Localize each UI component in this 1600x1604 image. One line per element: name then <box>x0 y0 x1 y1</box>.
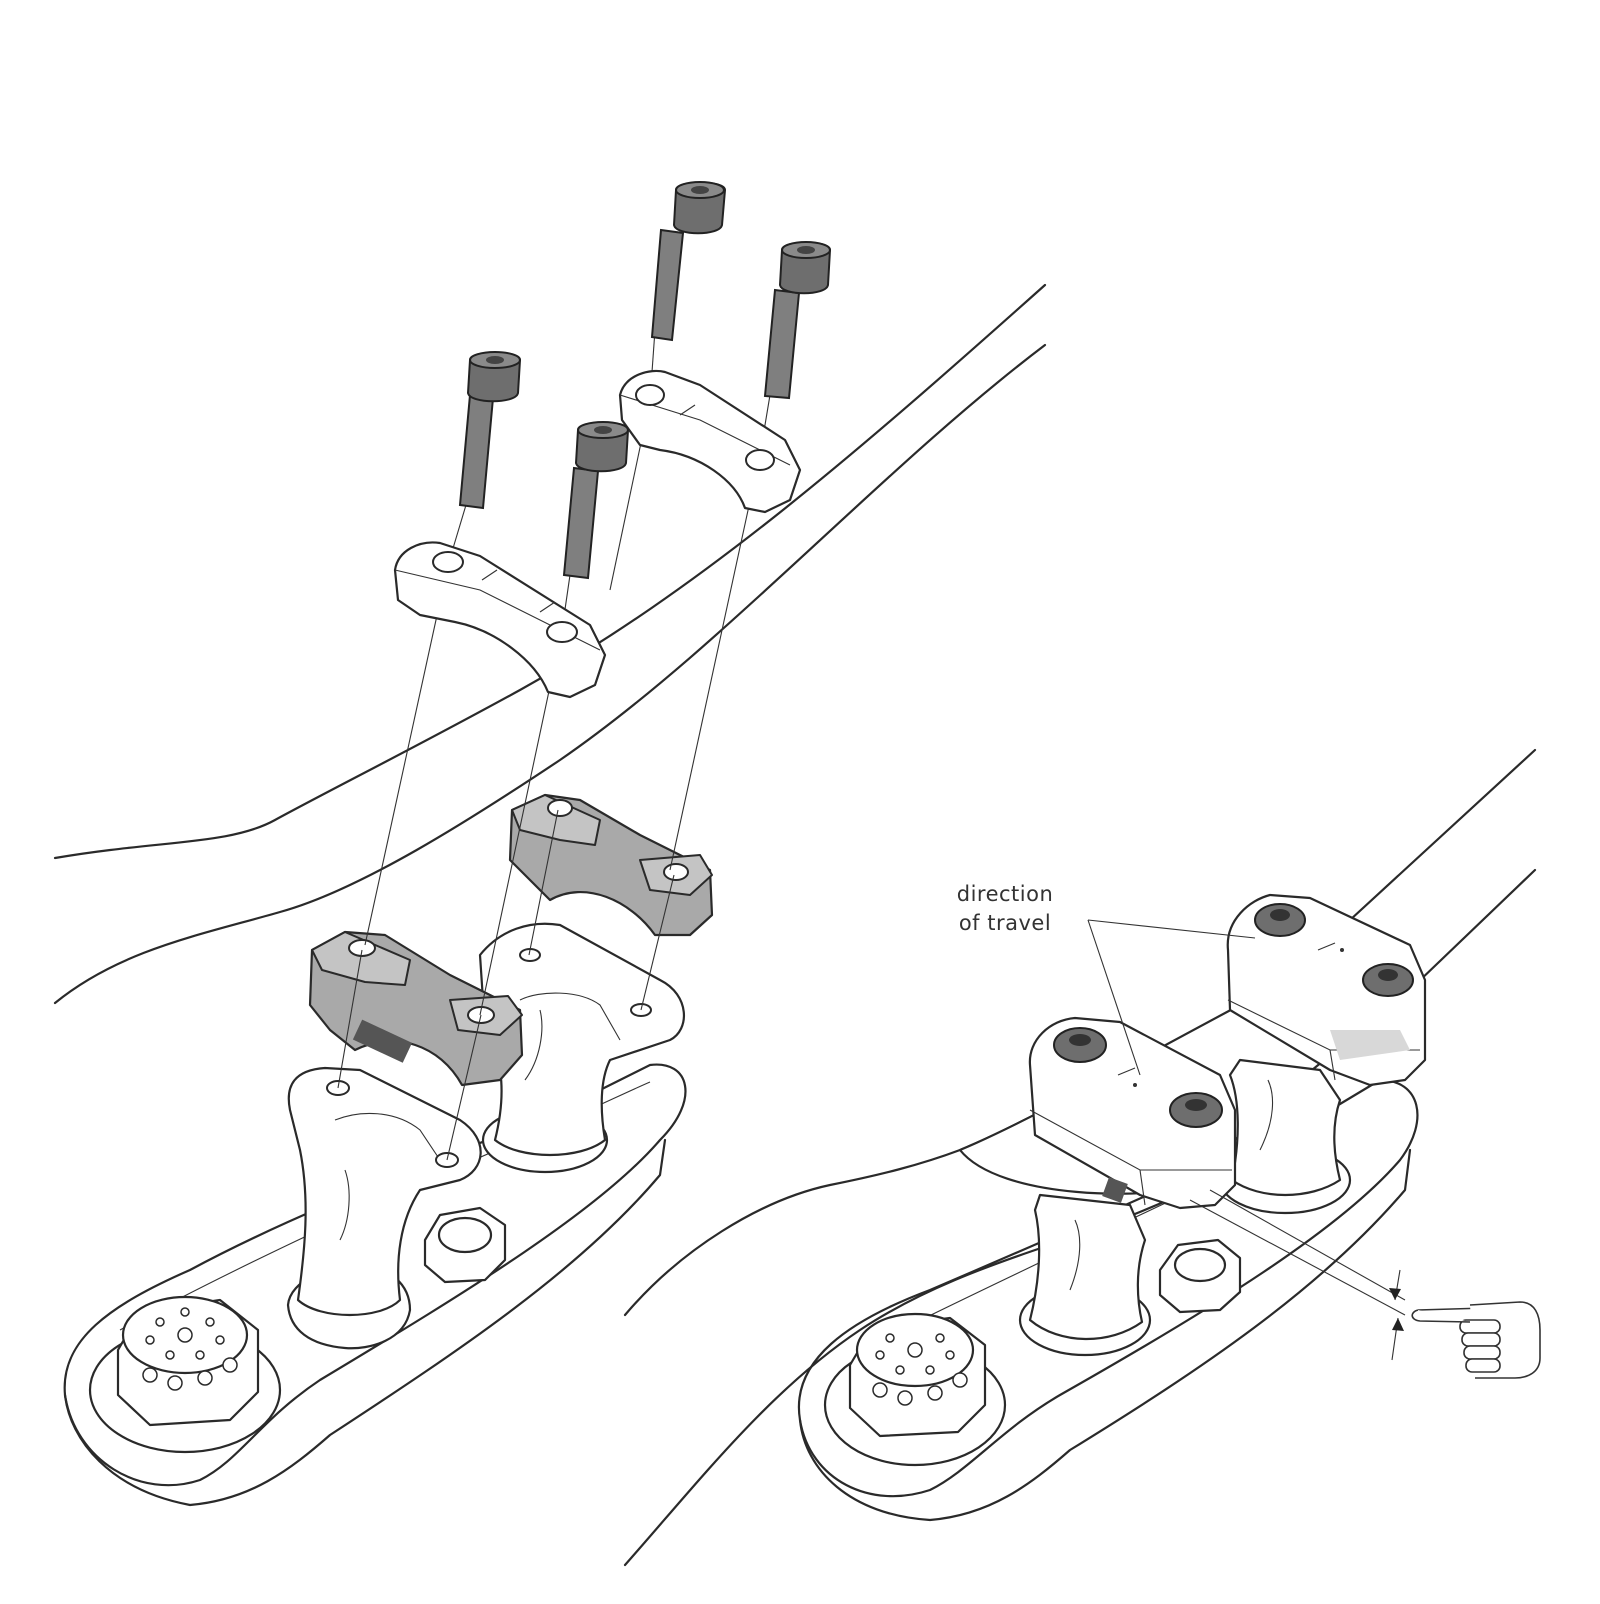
handlebar-left <box>53 283 1047 1005</box>
exploded-view <box>53 181 1047 1507</box>
riser-front-left <box>286 1066 482 1350</box>
pointing-hand-icon <box>1411 1301 1541 1379</box>
bolt-3 <box>458 351 522 510</box>
bolt-head-right-3 <box>1254 903 1306 937</box>
bolt-head-right-2 <box>1169 1092 1223 1128</box>
callout-leader-lines <box>1087 919 1256 1076</box>
center-nut-left <box>423 1206 507 1284</box>
callout-line-2: of travel <box>958 911 1052 935</box>
bolt-1 <box>650 181 727 342</box>
bolt-head-right-4 <box>1362 963 1414 997</box>
measurement-lines <box>1189 1189 1406 1316</box>
riser-front-right <box>1018 1193 1152 1357</box>
assembled-view <box>623 748 1541 1567</box>
fork-nut-right <box>823 1312 1007 1467</box>
clamp-rear-right <box>1226 893 1427 1087</box>
direction-of-travel-label: direction of travel <box>930 880 1080 938</box>
bolt-head-right-1 <box>1053 1027 1107 1063</box>
height-arrow-icon <box>1389 1269 1404 1361</box>
fork-nut-left <box>88 1295 282 1454</box>
center-nut-right <box>1158 1238 1242 1314</box>
handlebar-right-rear <box>1348 748 1537 987</box>
bolt-4 <box>562 421 630 580</box>
direction-marks <box>1117 942 1344 1087</box>
clamp-front-right <box>1028 1016 1237 1210</box>
callout-line-1: direction <box>956 882 1054 906</box>
upper-clamp-front-left <box>393 541 607 699</box>
riser-rear-left <box>478 922 685 1174</box>
upper-clamp-rear-left <box>618 369 802 514</box>
riser-rear-right <box>1218 1058 1352 1215</box>
bolt-2 <box>763 241 832 400</box>
